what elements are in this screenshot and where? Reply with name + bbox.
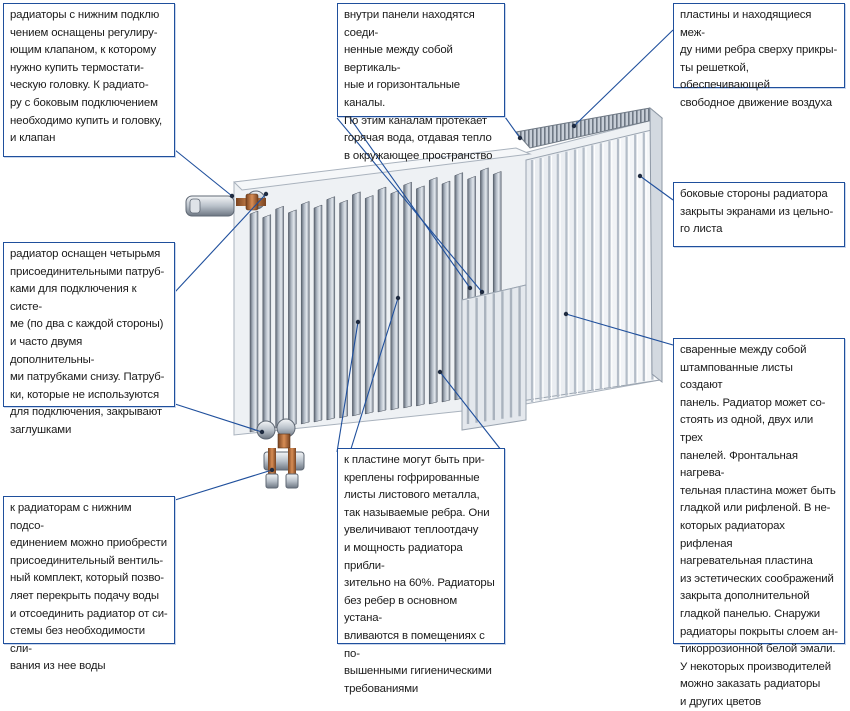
leader-dots bbox=[229, 123, 643, 473]
callout-bottom-connection-valve: радиаторы с нижним подклю чением оснащен… bbox=[3, 3, 175, 157]
callout-valve-kit: к радиаторам с нижним подсо- единением м… bbox=[3, 496, 175, 672]
leader-line bbox=[349, 297, 399, 453]
fin bbox=[339, 199, 348, 419]
fin bbox=[326, 196, 336, 421]
leader-dot bbox=[229, 193, 235, 199]
leader-line bbox=[336, 117, 483, 293]
leader-dot bbox=[637, 173, 643, 179]
callout-side-screens: боковые стороны радиатора закрыты экрана… bbox=[673, 182, 845, 247]
fin bbox=[352, 191, 361, 417]
leader-line bbox=[504, 116, 521, 139]
radiator-body bbox=[232, 106, 664, 436]
thermostatic-valve bbox=[185, 190, 266, 217]
callout-inner-channels: внутри панели находятся соеди- ненные ме… bbox=[337, 3, 505, 162]
leader-dot bbox=[263, 191, 269, 197]
leader-line bbox=[174, 193, 267, 293]
callout-welded-panels: сваренные между собой штампованные листы… bbox=[673, 338, 845, 708]
fin bbox=[262, 214, 272, 431]
leader-dot bbox=[395, 295, 401, 301]
fin bbox=[416, 185, 425, 407]
leader-dot bbox=[437, 369, 443, 375]
fin-section bbox=[249, 167, 502, 433]
leader-lines bbox=[174, 29, 674, 501]
fin bbox=[275, 205, 284, 429]
bottom-connection-pipes bbox=[256, 418, 296, 449]
leader-dot bbox=[563, 311, 569, 317]
fin bbox=[249, 210, 259, 433]
leader-line bbox=[174, 149, 233, 197]
leader-line bbox=[174, 403, 263, 433]
fin bbox=[313, 204, 323, 423]
leader-line bbox=[174, 469, 273, 501]
leader-line bbox=[439, 371, 506, 456]
callout-connection-pipes: радиатор оснащен четырьмя присоединитель… bbox=[3, 242, 175, 436]
leader-dot bbox=[355, 319, 361, 325]
leader-dot bbox=[467, 285, 473, 291]
leader-line bbox=[573, 29, 674, 127]
fin bbox=[428, 177, 438, 405]
valve-kit bbox=[263, 448, 305, 489]
fin bbox=[441, 180, 451, 403]
callout-top-grille: пластины и находящиеся меж- ду ними ребр… bbox=[673, 3, 845, 109]
side-screen bbox=[649, 106, 663, 384]
leader-dot bbox=[571, 123, 577, 129]
fin bbox=[300, 201, 310, 425]
fin bbox=[377, 186, 387, 413]
radiator-diagram bbox=[174, 29, 674, 501]
leader-line bbox=[565, 313, 674, 346]
leader-line bbox=[639, 175, 674, 201]
leader-dot bbox=[269, 467, 275, 473]
leader-line bbox=[336, 321, 359, 453]
leader-dot bbox=[259, 429, 265, 435]
callout-fins: к пластине могут быть при- креплены гофр… bbox=[337, 448, 505, 695]
fin bbox=[403, 181, 412, 409]
fin bbox=[390, 190, 400, 411]
fin bbox=[288, 209, 297, 427]
radiator-top-edge bbox=[232, 147, 532, 191]
fin bbox=[364, 195, 374, 415]
leader-dot bbox=[479, 289, 485, 295]
leader-line bbox=[349, 117, 471, 289]
leader-dot bbox=[517, 135, 523, 141]
